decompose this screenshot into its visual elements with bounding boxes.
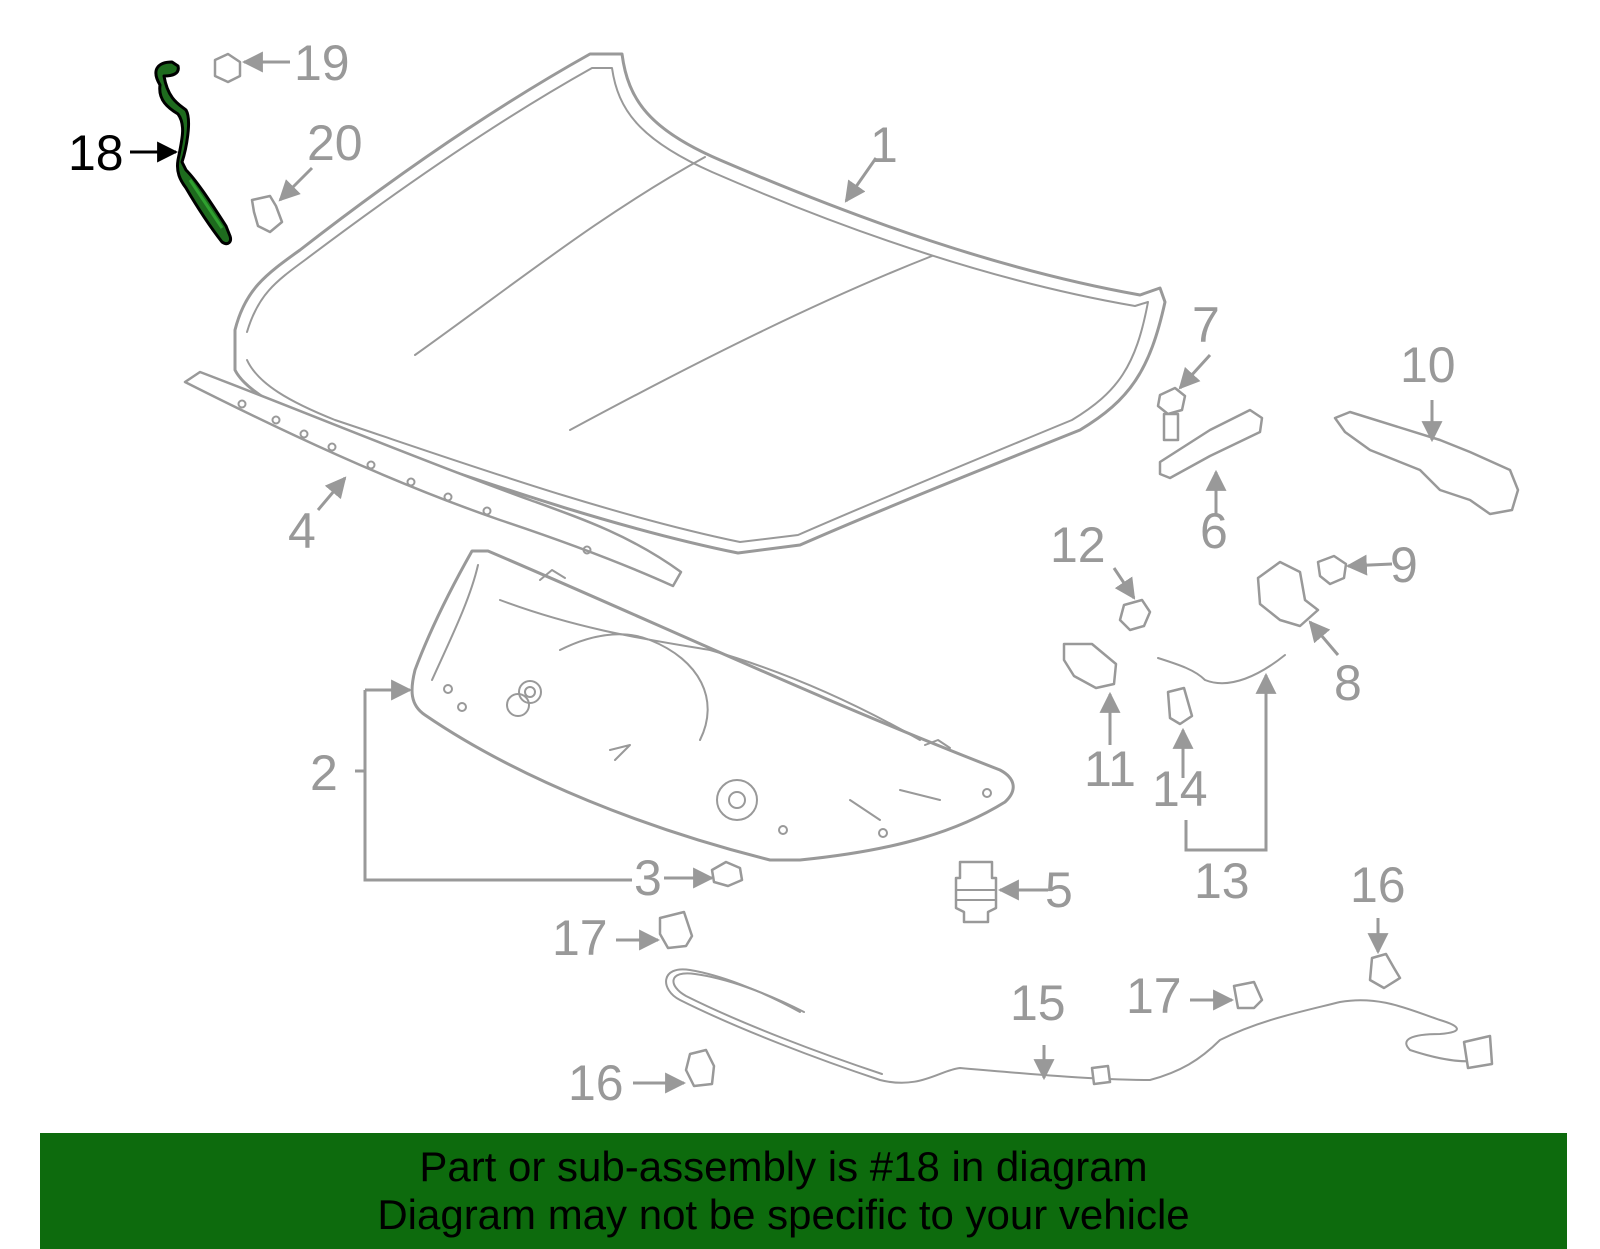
cable-clip-17b	[1232, 980, 1264, 1010]
callout-17a: 17	[552, 910, 608, 966]
hood-weatherstrip	[183, 370, 683, 588]
hood-bumper	[954, 860, 998, 924]
latch-bolt	[1316, 554, 1348, 586]
callout-8: 8	[1334, 655, 1362, 711]
hinge-bracket	[1158, 408, 1264, 480]
callout-12: 12	[1050, 517, 1106, 573]
callout-18: 18	[68, 125, 124, 181]
callout-20: 20	[307, 115, 363, 171]
callout-17b: 17	[1126, 968, 1182, 1024]
callout-5: 5	[1045, 862, 1073, 918]
callout-10: 10	[1400, 337, 1456, 393]
callout-13: 13	[1194, 853, 1250, 909]
callout-19: 19	[294, 35, 350, 91]
banner-line-disclaimer: Diagram may not be specific to your vehi…	[377, 1191, 1190, 1238]
callout-7: 7	[1192, 297, 1220, 353]
callout-11: 11	[1084, 741, 1136, 797]
striker-bolt	[1118, 598, 1152, 632]
release-cable	[1157, 654, 1286, 685]
release-handle	[1462, 1034, 1494, 1070]
banner-line-part-number: Part or sub-assembly is #18 in diagram	[419, 1143, 1148, 1190]
callout-15: 15	[1010, 975, 1066, 1031]
info-banner: Part or sub-assembly is #18 in diagram D…	[40, 1133, 1567, 1249]
hood-striker	[1062, 642, 1118, 690]
cable-clip-16b	[684, 1048, 716, 1088]
hood-release-cable	[665, 968, 1491, 1084]
cable-clip	[1166, 686, 1194, 726]
callout-labels: 1 2 3 4 5 6 7 8 9 10 11 12 13 14 15 16 1…	[68, 35, 1456, 1111]
latch-support	[1333, 410, 1520, 516]
hood-support-strut	[154, 60, 232, 246]
callout-6: 6	[1200, 503, 1228, 559]
bolt	[1156, 386, 1187, 442]
callout-16a: 16	[1350, 857, 1406, 913]
cable-grommet	[1090, 1064, 1112, 1086]
strut-bracket	[250, 194, 284, 234]
insulator-clip	[710, 860, 744, 888]
callout-2: 2	[310, 745, 338, 801]
callout-16b: 16	[568, 1055, 624, 1111]
hood-latch	[1256, 560, 1320, 628]
callout-1: 1	[870, 117, 898, 173]
leader-lines	[130, 51, 1443, 1094]
callout-3: 3	[634, 850, 662, 906]
cable-clip-17a	[658, 910, 694, 950]
callout-4: 4	[288, 503, 316, 559]
cable-clip-16a	[1368, 952, 1402, 990]
callout-9: 9	[1390, 537, 1418, 593]
strut-nut	[213, 52, 242, 84]
hood-panel	[233, 52, 1167, 555]
hood-insulator	[410, 549, 1015, 862]
callout-14: 14	[1152, 761, 1208, 817]
